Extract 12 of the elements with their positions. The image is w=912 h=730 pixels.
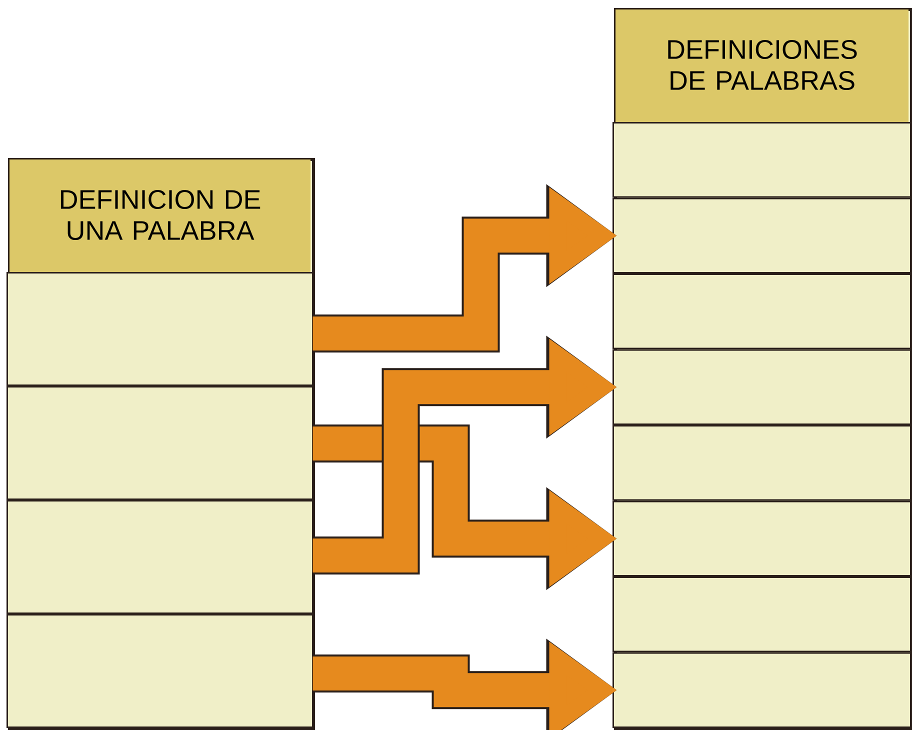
table-row [6,272,314,386]
table-row [6,614,314,728]
table-row [612,122,912,198]
table-row [6,386,314,500]
table-row [612,500,912,576]
table-row [612,652,912,728]
table-row [612,576,912,652]
table-row [6,500,314,614]
table-row [612,349,912,425]
table-row [612,425,912,501]
table-row [612,274,912,350]
table-row [612,198,912,274]
